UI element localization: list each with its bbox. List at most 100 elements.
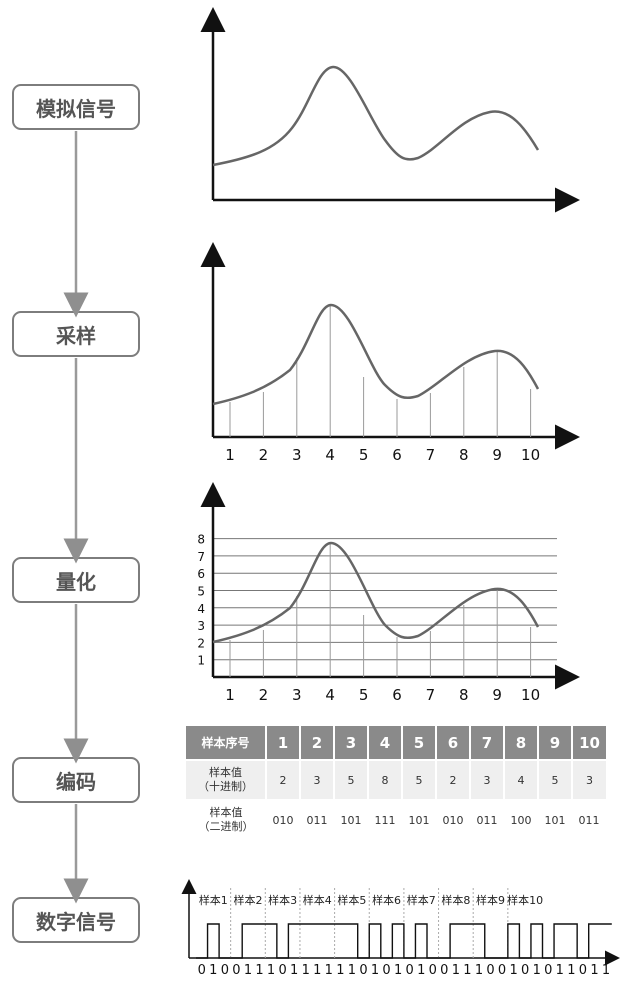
sample-label: 样本9 — [476, 893, 505, 907]
bit-label: 1 — [590, 963, 598, 978]
level-label: 4 — [197, 602, 205, 616]
decimal-cell: 5 — [402, 759, 437, 799]
bit-label: 0 — [544, 963, 552, 978]
x-tick-label: 7 — [426, 446, 436, 464]
x-tick-label: 3 — [292, 686, 302, 704]
table-decimal-row: 样本值 （十进制） 2 3 5 8 5 2 3 4 5 3 — [186, 759, 606, 799]
bit-label: 1 — [509, 963, 517, 978]
step-sampling: 采样 — [12, 311, 140, 357]
binary-cell: 101 — [334, 799, 368, 841]
level-label: 1 — [197, 654, 205, 668]
decimal-label-line2: （十进制） — [198, 780, 253, 793]
bit-label: 0 — [406, 963, 414, 978]
x-tick-label: 2 — [259, 686, 269, 704]
decimal-cell: 3 — [470, 759, 505, 799]
index-cell: 2 — [300, 726, 335, 760]
chart2-axes — [200, 242, 580, 450]
chart3-sample-lines — [229, 543, 532, 677]
x-tick-label: 4 — [325, 446, 335, 464]
level-label: 8 — [197, 533, 205, 547]
level-label: 5 — [197, 585, 205, 599]
sample-label: 样本7 — [407, 893, 436, 907]
x-tick-label: 6 — [392, 446, 402, 464]
bit-label: 0 — [359, 963, 367, 978]
index-cell: 4 — [368, 726, 403, 760]
x-tick-label: 1 — [225, 446, 235, 464]
bit-label: 1 — [556, 963, 564, 978]
chart1-curve — [212, 65, 540, 167]
binary-cell: 101 — [402, 799, 436, 841]
index-cell: 1 — [266, 726, 301, 760]
x-tick-label: 7 — [426, 686, 436, 704]
digital-waveform — [196, 923, 612, 959]
chart3-axes — [200, 482, 580, 690]
binary-row-label: 样本值 （二进制） — [186, 799, 266, 841]
x-tick-label: 1 — [225, 686, 235, 704]
table-header-row: 样本序号 1 2 3 4 5 6 7 8 9 10 — [186, 726, 606, 760]
decimal-row-label: 样本值 （十进制） — [186, 759, 267, 799]
step-encoding: 编码 — [12, 757, 140, 803]
binary-cell: 011 — [470, 799, 504, 841]
bit-label: 0 — [579, 963, 587, 978]
encoding-table: 样本序号 1 2 3 4 5 6 7 8 9 10 样本值 （十进制） 2 3 … — [186, 726, 606, 841]
decimal-label-line1: 样本值 — [209, 766, 242, 779]
binary-cell: 010 — [436, 799, 470, 841]
bit-label: 1 — [209, 963, 217, 978]
index-cell: 5 — [402, 726, 437, 760]
bit-label: 1 — [348, 963, 356, 978]
index-cell: 6 — [436, 726, 471, 760]
x-tick-label: 10 — [521, 686, 540, 704]
binary-cell: 011 — [572, 799, 606, 841]
sample-label: 样本1 — [199, 893, 228, 907]
x-tick-label: 5 — [359, 686, 369, 704]
sample-label: 样本8 — [441, 893, 470, 907]
bit-label: 1 — [325, 963, 333, 978]
bit-label: 0 — [429, 963, 437, 978]
bit-label: 1 — [452, 963, 460, 978]
x-tick-label: 4 — [325, 686, 335, 704]
bit-label: 0 — [521, 963, 529, 978]
bit-label: 1 — [475, 963, 483, 978]
x-tick-label: 6 — [392, 686, 402, 704]
bit-label: 1 — [255, 963, 263, 978]
table-head-label: 样本序号 — [186, 726, 267, 760]
x-tick-label: 2 — [259, 446, 269, 464]
bit-label: 0 — [198, 963, 206, 978]
chart2-sample-lines — [229, 305, 532, 437]
index-cell: 7 — [470, 726, 505, 760]
bit-label: 0 — [232, 963, 240, 978]
binary-cell: 111 — [368, 799, 402, 841]
x-tick-label: 10 — [521, 446, 540, 464]
bit-label: 0 — [486, 963, 494, 978]
sample-label: 样本2 — [233, 893, 262, 907]
bit-label: 0 — [221, 963, 229, 978]
x-tick-label: 3 — [292, 446, 302, 464]
x-tick-label: 9 — [492, 686, 502, 704]
step-quantization: 量化 — [12, 557, 140, 603]
level-label: 3 — [197, 619, 205, 633]
binary-cell: 010 — [266, 799, 300, 841]
x-tick-label: 5 — [359, 446, 369, 464]
bit-label: 1 — [267, 963, 275, 978]
bit-label: 1 — [602, 963, 610, 978]
sample-label: 样本10 — [507, 893, 543, 907]
bit-label: 1 — [567, 963, 575, 978]
sample-label: 样本5 — [337, 893, 366, 907]
decimal-cell: 2 — [436, 759, 471, 799]
table-binary-row: 样本值 （二进制） 010 011 101 111 101 010 011 10… — [186, 799, 606, 841]
decimal-cell: 4 — [504, 759, 539, 799]
index-cell: 8 — [504, 726, 539, 760]
bit-label: 1 — [244, 963, 252, 978]
x-tick-label: 8 — [459, 446, 469, 464]
sample-label: 样本3 — [268, 893, 297, 907]
level-label: 7 — [197, 550, 205, 564]
